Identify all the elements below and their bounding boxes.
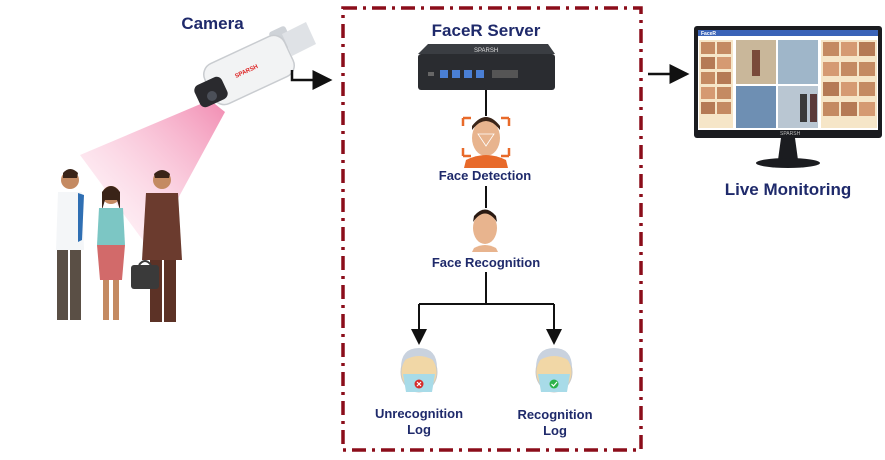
recognition-log-label-line1: Recognition [517, 407, 593, 422]
people-icon [56, 169, 182, 322]
server-icon: SPARSH [418, 44, 555, 90]
camera-beam [80, 100, 225, 250]
camera-label: Camera [181, 14, 244, 33]
arrow-camera-to-server [290, 70, 333, 90]
server-boundary [341, 6, 643, 452]
face-scan-icon [461, 116, 511, 168]
face-recognition-label: Face Recognition [431, 255, 541, 270]
unrecognized-face-icon [400, 348, 438, 393]
connector-recognition-split [419, 272, 554, 305]
face-icon [472, 209, 498, 252]
camera-icon: SPARSH [194, 22, 316, 108]
recognition-log-label-line2: Log [543, 423, 567, 438]
monitor-icon: FaceR SPARSH [694, 26, 882, 168]
face-detection-label: Face Detection [438, 168, 532, 183]
unrecognition-log-label-line1: Unrecognition [374, 406, 464, 421]
monitor-brand: SPARSH [780, 131, 801, 137]
server-label: FaceR Server [431, 21, 541, 40]
server-brand: SPARSH [474, 48, 498, 54]
unrecognition-log-label-line2: Log [407, 422, 431, 437]
recognized-face-icon [535, 348, 573, 393]
live-monitoring-label: Live Monitoring [724, 180, 852, 199]
monitor-app-name: FaceR [701, 31, 716, 37]
